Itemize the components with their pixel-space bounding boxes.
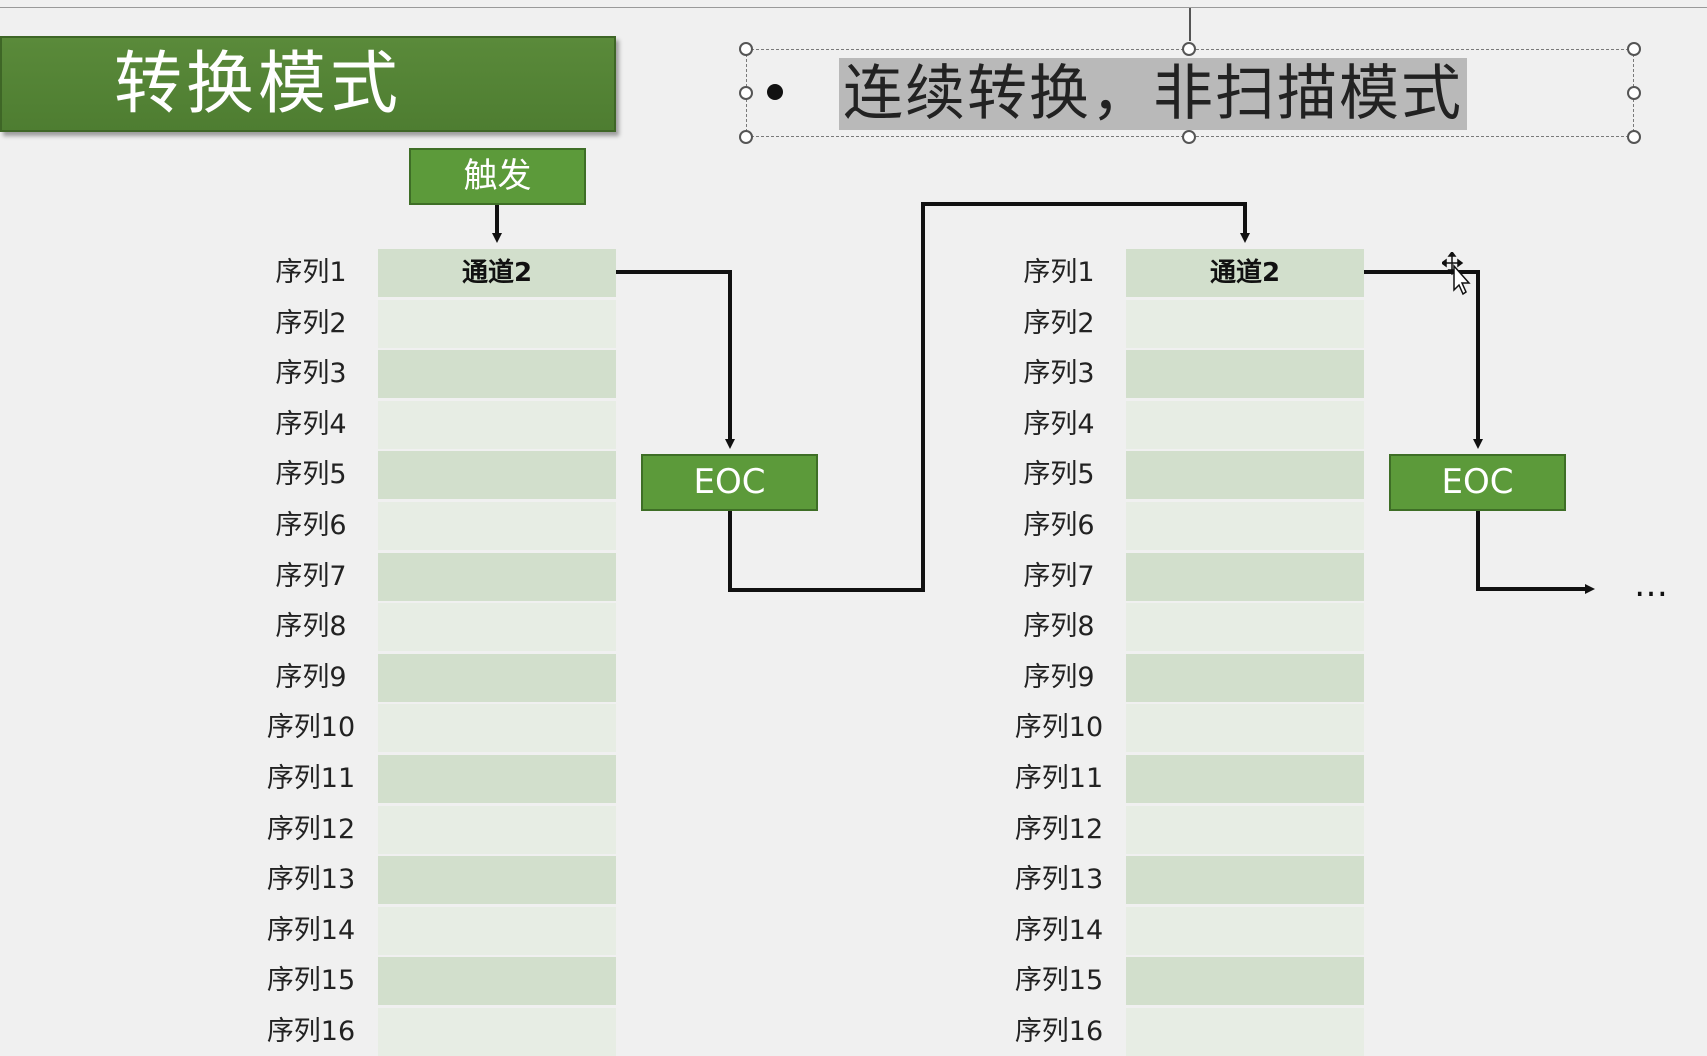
sequence-cell — [1126, 957, 1364, 1006]
sequence-cell — [378, 502, 616, 550]
eoc-box-left[interactable]: EOC — [641, 454, 818, 511]
sequence-row-label: 序列10 — [1014, 712, 1104, 744]
sequence-cell: 通道2 — [378, 249, 616, 297]
eoc-box-right[interactable]: EOC — [1389, 454, 1566, 511]
sequence-cell — [378, 350, 616, 399]
sequence-row-label: 序列14 — [1014, 914, 1104, 946]
sequence-row-label: 序列14 — [266, 914, 356, 946]
bullet-text[interactable]: 连续转换，非扫描模式 — [839, 58, 1467, 130]
sequence-cell — [378, 755, 616, 803]
sequence-cell — [378, 805, 616, 854]
sequence-cell — [1126, 805, 1364, 854]
sequence-row-label: 序列11 — [266, 763, 356, 794]
sequence-cell — [378, 653, 616, 702]
selection-handle-icon[interactable] — [739, 42, 753, 56]
sequence-row-label: 序列5 — [1023, 459, 1095, 491]
sequence-cell — [1126, 451, 1364, 500]
move-cursor-icon — [1442, 252, 1471, 296]
sequence-row-label: 序列3 — [275, 358, 347, 390]
continuation-ellipsis: … — [1634, 565, 1670, 605]
sequence-cell — [1126, 603, 1364, 652]
sequence-row-label: 序列11 — [1014, 763, 1104, 794]
sequence-row-label: 序列12 — [266, 813, 356, 845]
selection-handle-icon[interactable] — [739, 130, 753, 144]
sequence-row-label: 序列13 — [1014, 864, 1104, 896]
sequence-row-label: 序列16 — [1014, 1016, 1104, 1047]
sequence-row-label: 序列8 — [1023, 611, 1095, 643]
sequence-row-label: 序列12 — [1014, 813, 1104, 845]
sequence-cell — [1126, 299, 1364, 348]
title-banner[interactable]: 转换模式 — [0, 36, 616, 132]
sequence-row-label: 序列15 — [266, 965, 356, 997]
slide-top-border — [0, 7, 1707, 8]
trigger-box[interactable]: 触发 — [409, 148, 586, 205]
sequence-row-label: 序列2 — [275, 307, 347, 339]
slide-title: 转换模式 — [114, 45, 403, 124]
sequence-row-label: 序列8 — [275, 611, 347, 643]
sequence-cell: 通道2 — [1126, 249, 1364, 297]
sequence-row-label: 序列6 — [1023, 510, 1095, 541]
selection-handle-icon[interactable] — [1627, 130, 1641, 144]
sequence-row-label: 序列3 — [1023, 358, 1095, 390]
bullet-dot-icon — [767, 84, 783, 100]
bullet-textbox[interactable]: 连续转换，非扫描模式 — [746, 49, 1634, 137]
right-to-eoc-arrow — [1364, 270, 1483, 449]
selection-handle-icon[interactable] — [1182, 130, 1196, 144]
sequence-row-label: 序列1 — [1023, 257, 1095, 288]
sequence-row-label: 序列9 — [275, 661, 347, 693]
sequence-row-label: 序列16 — [266, 1016, 356, 1047]
sequence-cell — [1126, 653, 1364, 702]
sequence-row-label: 序列15 — [1014, 965, 1104, 997]
sequence-row-label: 序列7 — [1023, 560, 1095, 592]
eoc-to-next-arrow — [1476, 511, 1595, 594]
sequence-row-label: 序列13 — [266, 864, 356, 896]
sequence-cell — [1126, 906, 1364, 955]
sequence-cell — [1126, 502, 1364, 550]
sequence-cell — [378, 906, 616, 955]
sequence-cell — [378, 957, 616, 1006]
sequence-row-label: 序列7 — [275, 560, 347, 592]
sequence-cell — [378, 451, 616, 500]
sequence-cell — [378, 704, 616, 753]
eoc-to-right-arrow — [728, 202, 1250, 592]
sequence-row-label: 序列4 — [275, 408, 347, 440]
selection-handle-icon[interactable] — [1627, 42, 1641, 56]
sequence-row-label: 序列2 — [1023, 307, 1095, 339]
sequence-cell — [1126, 755, 1364, 803]
sequence-cell — [378, 400, 616, 449]
sequence-cell — [1126, 350, 1364, 399]
sequence-row-label: 序列5 — [275, 459, 347, 491]
left-to-eoc-arrow — [616, 270, 735, 449]
sequence-cell — [378, 299, 616, 348]
sequence-cell — [378, 1008, 616, 1056]
sequence-row-label: 序列9 — [1023, 661, 1095, 693]
sequence-row-label: 序列4 — [1023, 408, 1095, 440]
sequence-row-label: 序列10 — [266, 712, 356, 744]
sequence-cell — [1126, 856, 1364, 905]
sequence-row-label: 序列6 — [275, 510, 347, 541]
sequence-row-label: 序列1 — [275, 257, 347, 288]
selection-handle-icon[interactable] — [1182, 42, 1196, 56]
sequence-cell — [378, 856, 616, 905]
sequence-cell — [1126, 400, 1364, 449]
sequence-cell — [378, 552, 616, 601]
rotation-handle-stem — [1189, 8, 1191, 41]
selection-handle-icon[interactable] — [1627, 86, 1641, 100]
sequence-cell — [1126, 1008, 1364, 1056]
sequence-cell — [378, 603, 616, 652]
sequence-cell — [1126, 704, 1364, 753]
selection-handle-icon[interactable] — [739, 86, 753, 100]
sequence-cell — [1126, 552, 1364, 601]
